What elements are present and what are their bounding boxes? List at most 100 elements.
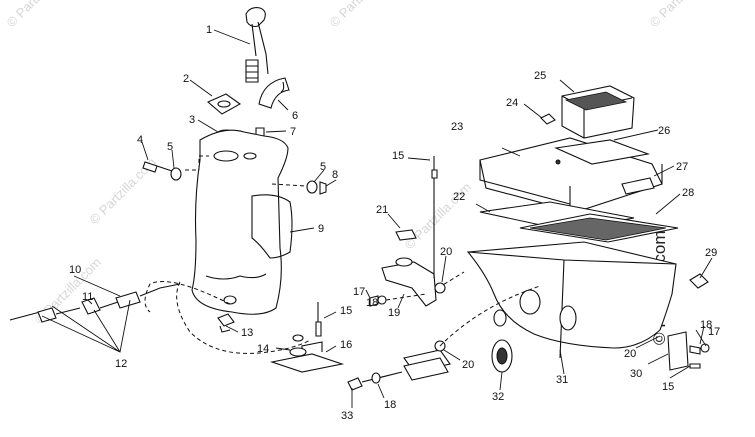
hose-clamp-part (37, 307, 57, 323)
leader-line (499, 371, 503, 391)
leader-line (289, 227, 315, 233)
fuel-tank-body (191, 129, 289, 315)
assembly-line (439, 285, 541, 347)
gasket-part (206, 93, 242, 115)
callout-3: 3 (189, 114, 195, 126)
leader-line (189, 79, 213, 97)
watermark-text: © Partzilla.com (647, 0, 720, 30)
leader-line (377, 383, 385, 399)
fuel-hose (99, 301, 119, 309)
bolt-part (689, 345, 701, 355)
assembly-line (185, 155, 209, 171)
callout-15: 15 (340, 305, 352, 317)
callout-11: 11 (82, 291, 93, 303)
boot-hole (496, 347, 508, 365)
leader-line (365, 289, 371, 299)
bolt-shank (361, 371, 403, 383)
leader-line (197, 119, 219, 133)
screw-part (142, 161, 158, 173)
washer-part (306, 180, 318, 194)
fuel-hose (139, 283, 181, 297)
washer-part (371, 372, 381, 384)
callout-7: 7 (290, 126, 296, 138)
callout-15: 15 (392, 150, 404, 162)
callout-25: 25 (534, 70, 546, 82)
callout-14: 14 (257, 343, 269, 355)
callout-20: 20 (624, 348, 636, 360)
callout-26: 26 (658, 125, 670, 137)
leader-line (325, 179, 337, 187)
leader-line (501, 147, 521, 157)
leader-line (265, 130, 287, 133)
air-box-assembly (347, 85, 710, 391)
assembly-line (385, 271, 465, 301)
leader-line (407, 157, 431, 161)
spring-clip-part (689, 273, 709, 289)
callout-19: 19 (388, 307, 400, 319)
grommet-top (292, 334, 304, 342)
fuel-filter-part (81, 297, 101, 315)
vent-hose-part (258, 77, 290, 109)
foam-texture (564, 91, 628, 111)
washer-part (377, 295, 387, 305)
leader-line (213, 29, 251, 45)
callout-21: 21 (376, 204, 388, 216)
box-port (493, 309, 507, 327)
leader-line (225, 325, 239, 333)
callout-16: 16 (340, 339, 352, 351)
leader-line (387, 213, 401, 229)
lid-label-plate (621, 177, 655, 195)
leader-line (647, 353, 669, 365)
leader-line (313, 169, 325, 183)
assembly-line (271, 183, 307, 187)
callout-17: 17 (353, 286, 365, 298)
callout-15: 15 (662, 381, 674, 393)
lid-raised-panel (554, 139, 651, 165)
box-edges (467, 251, 677, 359)
callout-32: 32 (492, 391, 504, 403)
callout-18: 18 (366, 297, 378, 309)
washer-part (170, 167, 182, 181)
bolt-part (347, 377, 363, 391)
mounting-bracket-part (269, 353, 345, 373)
box-support-bracket (381, 261, 437, 307)
grommet-part (395, 257, 413, 267)
fuel-cap-part (245, 59, 259, 83)
callout-2: 2 (183, 73, 189, 85)
leader-line (699, 257, 713, 279)
leader-line (171, 149, 175, 169)
lid-hole (555, 159, 561, 165)
fuel-hose (55, 307, 81, 315)
callout-5: 5 (320, 161, 326, 173)
callout-13: 13 (241, 327, 253, 339)
fuel-line-end (9, 311, 41, 321)
leader-line (635, 335, 661, 349)
callout-17: 17 (708, 326, 720, 338)
cap-threads (246, 65, 258, 79)
callout-23: 23 (451, 121, 463, 133)
leader-line (559, 349, 565, 375)
tank-vent-nipple (243, 152, 257, 160)
leader-line (559, 79, 575, 93)
clamp-part (403, 357, 449, 381)
leader-line (73, 275, 121, 297)
callout-6: 6 (292, 110, 298, 122)
leader-line (443, 349, 461, 361)
callout-12: 12 (115, 358, 127, 370)
leader-line (699, 325, 705, 345)
hose-end (280, 81, 285, 93)
fitting-barb (219, 325, 231, 333)
push-rivet-part (431, 169, 438, 179)
callout-18: 18 (700, 319, 712, 331)
leader-line (87, 299, 93, 305)
mount-bracket-part (667, 331, 689, 371)
callout-1: 1 (206, 24, 212, 36)
leader-line (613, 129, 659, 141)
watermark-text: © Partzilla.com (327, 0, 400, 30)
fuel-line-path (144, 281, 231, 313)
leader-line (669, 365, 691, 379)
leader-lines (41, 29, 713, 408)
tank-filler-opening (213, 150, 239, 162)
callout-24: 24 (506, 97, 518, 109)
leader-line (653, 165, 675, 177)
